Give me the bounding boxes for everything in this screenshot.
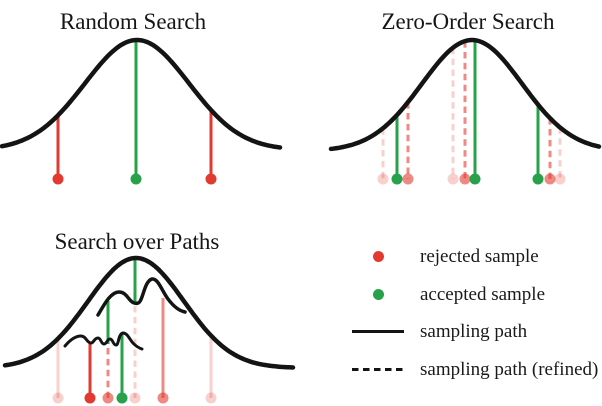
sample-dot (469, 173, 481, 185)
legend-item-rejected-sample: rejected sample (352, 238, 598, 276)
sample-dot (205, 173, 217, 185)
legend: rejected sample accepted sample sampling… (352, 238, 598, 388)
sample-dot (130, 173, 142, 185)
legend-label-sampling-path-refined: sampling path (refined) (420, 359, 599, 381)
legend-item-sampling-path-refined: sampling path (refined) (352, 351, 598, 389)
density-curve (0, 37, 283, 150)
sampling-path-refined-dashed-line-icon (352, 368, 404, 372)
legend-label-sampling-path: sampling path (420, 321, 528, 343)
sample-dot (459, 173, 471, 185)
rejected-sample-dot-icon (372, 251, 384, 263)
sample-dot (52, 173, 64, 185)
legend-label-accepted-sample: accepted sample (420, 283, 546, 305)
accepted-sample-dot-icon (372, 288, 384, 300)
sample-dot (102, 392, 114, 404)
density-curve (328, 37, 602, 152)
legend-item-sampling-path: sampling path (352, 313, 598, 351)
sampling-path-line-icon (352, 330, 404, 334)
sample-dot (391, 173, 403, 185)
panel-zero-order-search (328, 37, 602, 185)
panel-search-over-paths (2, 255, 296, 404)
panel-random-search (0, 37, 283, 185)
legend-label-rejected-sample: rejected sample (420, 246, 539, 268)
sample-dot (116, 392, 128, 404)
panel-title-zero-order-search: Zero-Order Search (381, 9, 555, 34)
density-curve (96, 277, 187, 317)
sample-dot (377, 173, 389, 185)
sample-dot (52, 392, 64, 404)
density-curve (63, 331, 144, 351)
sample-dot (129, 392, 141, 404)
legend-item-accepted-sample: accepted sample (352, 276, 598, 314)
sample-dot (447, 173, 459, 185)
panel-title-random-search: Random Search (60, 9, 207, 34)
sample-dot (402, 173, 414, 185)
sample-dot (544, 173, 556, 185)
sample-dot (205, 392, 217, 404)
density-curve (2, 255, 296, 370)
panel-title-search-over-paths: Search over Paths (55, 229, 220, 254)
sample-dot (157, 392, 169, 404)
sample-dot (84, 392, 96, 404)
sample-dot (554, 173, 566, 185)
sample-dot (532, 173, 544, 185)
